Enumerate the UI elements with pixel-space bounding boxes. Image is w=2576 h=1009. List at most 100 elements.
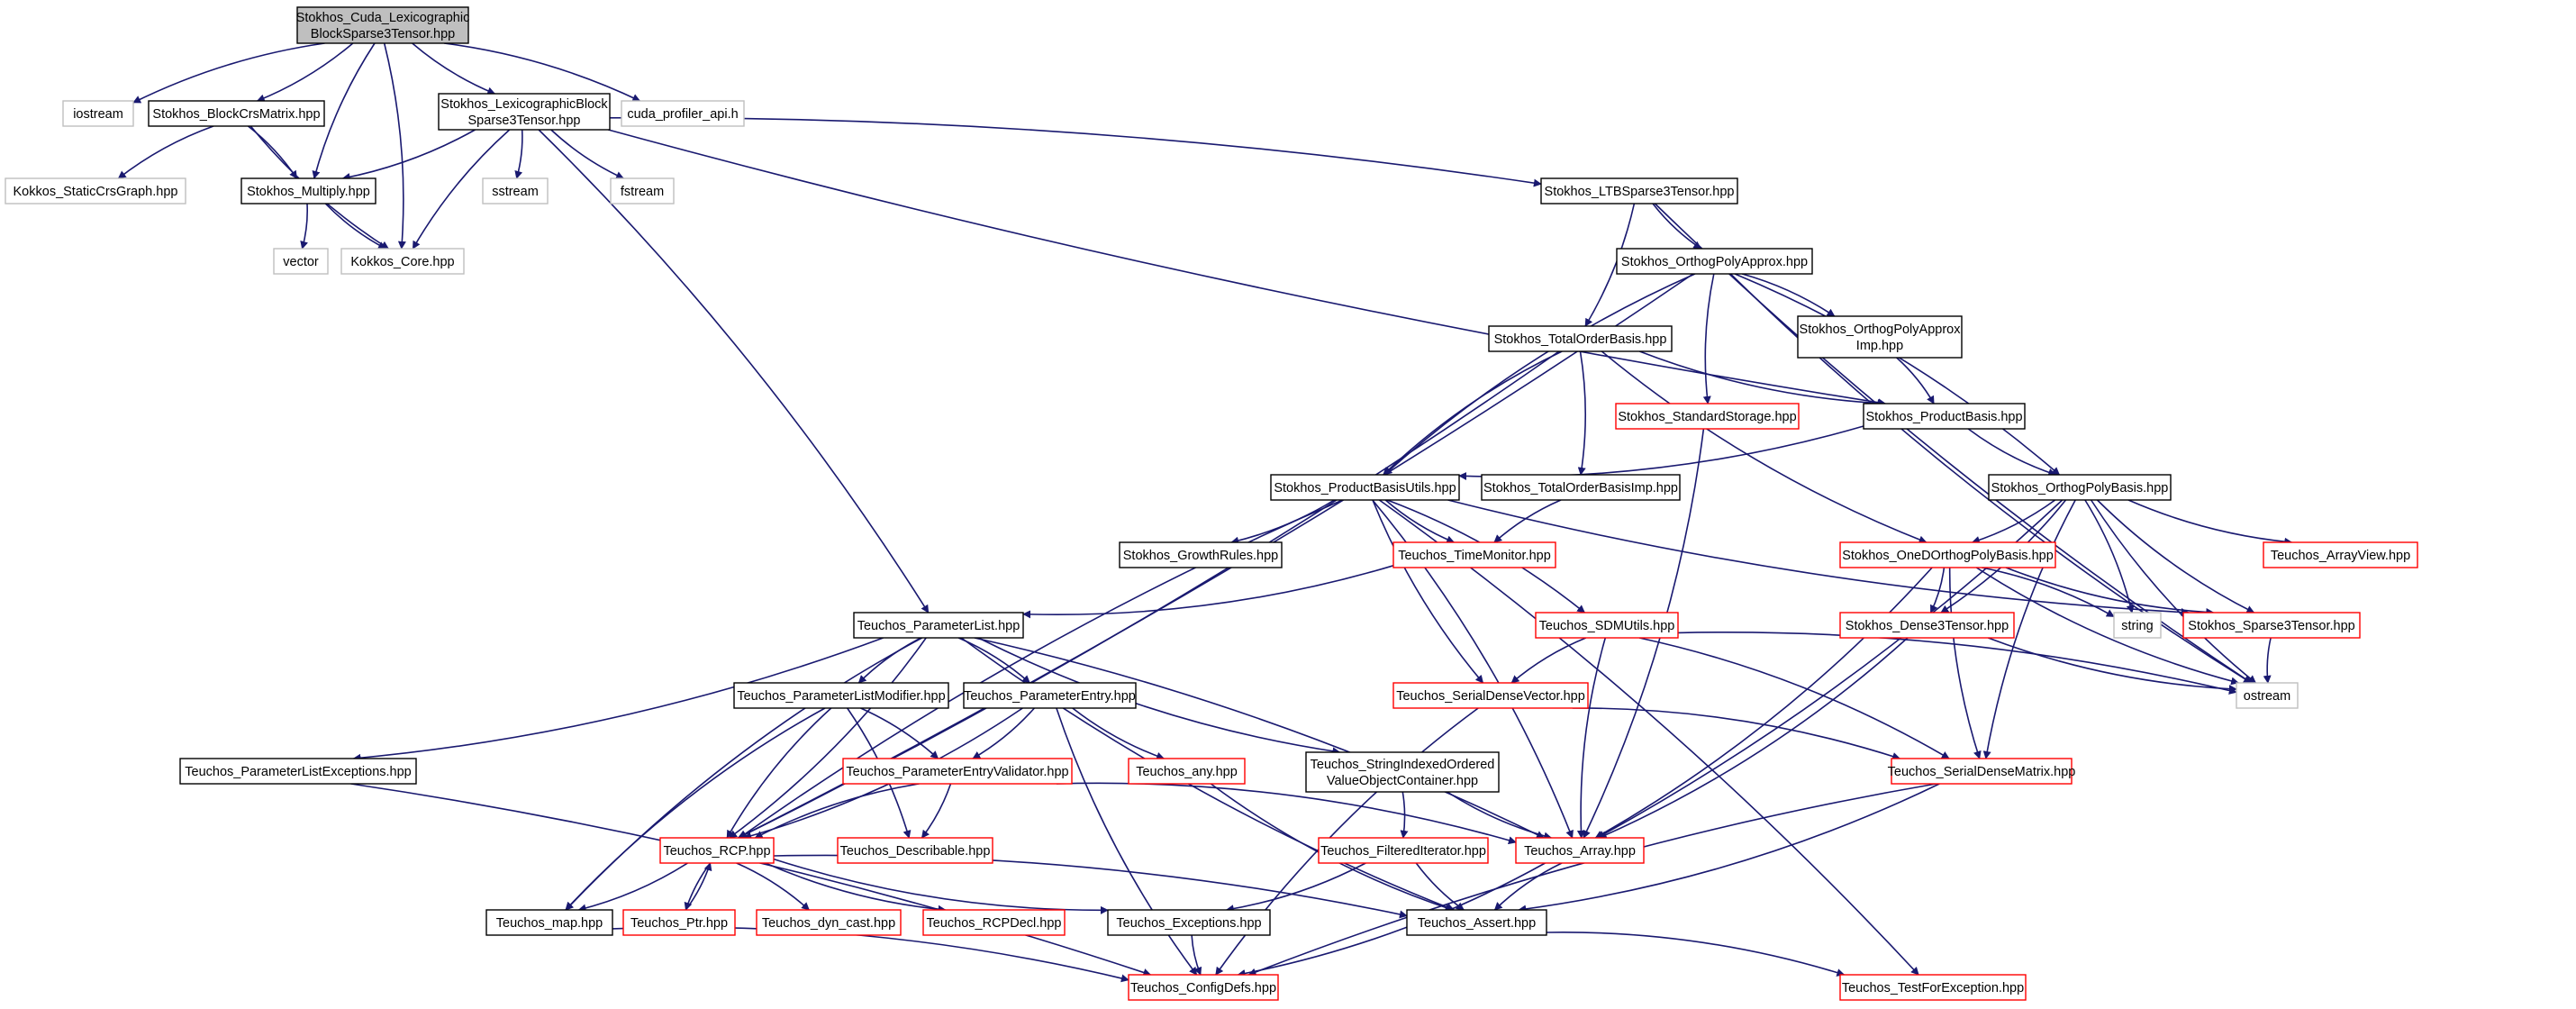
node-rcp[interactable]: Teuchos_RCP.hpp	[659, 837, 775, 864]
node-blockcrs[interactable]: Stokhos_BlockCrsMatrix.hpp	[148, 100, 325, 127]
node-rcpdecl[interactable]: Teuchos_RCPDecl.hpp	[922, 909, 1066, 936]
node-box	[622, 909, 736, 936]
node-prodbasis[interactable]: Stokhos_ProductBasis.hpp	[1863, 403, 2026, 430]
node-pentry[interactable]: Teuchos_ParameterEntry.hpp	[963, 682, 1137, 709]
edge-pbutils-to-timemon	[1384, 499, 1456, 544]
edge-lexblock-to-fstream	[550, 129, 625, 179]
edge-sdmatrix-to-assert	[1518, 783, 1940, 914]
node-label: Teuchos_Exceptions.hpp	[1116, 916, 1261, 931]
node-ltb[interactable]: Stokhos_LTBSparse3Tensor.hpp	[1540, 177, 1738, 205]
node-box	[756, 909, 902, 936]
node-arrayview[interactable]: Teuchos_ArrayView.hpp	[2263, 541, 2418, 568]
node-pbutils[interactable]: Stokhos_ProductBasisUtils.hpp	[1270, 474, 1460, 501]
edge-ltb-to-opa	[1652, 203, 1702, 250]
node-box	[837, 837, 993, 864]
edge-array-to-assert	[1493, 862, 1563, 911]
node-plexc[interactable]: Teuchos_ParameterListExceptions.hpp	[179, 758, 417, 785]
node-sdvector[interactable]: Teuchos_SerialDenseVector.hpp	[1392, 682, 1589, 709]
node-filtered[interactable]: Teuchos_FilteredIterator.hpp	[1318, 837, 1489, 864]
node-label: Stokhos_OrthogPolyApprox.hpp	[1621, 255, 1808, 269]
edge-sdmutils-to-ostream	[1677, 632, 2237, 695]
node-box	[482, 177, 549, 205]
edge-pentry-to-pevalid	[972, 707, 1035, 759]
edge-lexblock-to-kcore	[412, 129, 511, 250]
node-multiply[interactable]: Stokhos_Multiply.hpp	[240, 177, 376, 205]
node-dyncast[interactable]: Teuchos_dyn_cast.hpp	[756, 909, 902, 936]
node-label: Stokhos_ProductBasis.hpp	[1865, 410, 2022, 424]
node-box	[1488, 325, 1673, 352]
node-stdstorage[interactable]: Stokhos_StandardStorage.hpp	[1615, 403, 1800, 430]
node-box	[438, 93, 611, 131]
node-label: Imp.hpp	[1856, 339, 1903, 353]
node-box	[610, 177, 675, 205]
node-tobimp[interactable]: Stokhos_TotalOrderBasisImp.hpp	[1481, 474, 1681, 501]
node-any[interactable]: Teuchos_any.hpp	[1128, 758, 1246, 785]
node-label: iostream	[73, 107, 123, 122]
node-sdmatrix[interactable]: Teuchos_SerialDenseMatrix.hpp	[1888, 758, 2076, 785]
node-dense3[interactable]: Stokhos_Dense3Tensor.hpp	[1839, 612, 2015, 639]
node-growth[interactable]: Stokhos_GrowthRules.hpp	[1119, 541, 1283, 568]
node-box	[5, 177, 186, 205]
node-onedopb[interactable]: Stokhos_OneDOrthogPolyBasis.hpp	[1839, 541, 2056, 568]
node-label: Teuchos_ParameterList.hpp	[857, 619, 1020, 633]
node-array[interactable]: Teuchos_Array.hpp	[1515, 837, 1645, 864]
node-label: Teuchos_Ptr.hpp	[630, 916, 728, 931]
node-label: Teuchos_ParameterListExceptions.hpp	[185, 765, 411, 779]
edge-pentry-to-any	[1072, 707, 1166, 760]
node-exceptions[interactable]: Teuchos_Exceptions.hpp	[1107, 909, 1271, 936]
node-map[interactable]: Teuchos_map.hpp	[485, 909, 613, 936]
edge-sdmutils-to-sdmatrix	[1638, 637, 1950, 759]
node-box	[1540, 177, 1738, 205]
node-siovoc[interactable]: Teuchos_StringIndexedOrderedValueObjectC…	[1305, 751, 1500, 793]
node-label: Teuchos_Describable.hpp	[840, 844, 991, 859]
node-box	[1615, 403, 1800, 430]
node-lexblock[interactable]: Stokhos_LexicographicBlockSparse3Tensor.…	[438, 93, 611, 131]
node-opa[interactable]: Stokhos_OrthogPolyApprox.hpp	[1616, 248, 1813, 275]
edge-onedopb-to-sdmatrix	[1948, 567, 1982, 759]
node-tob[interactable]: Stokhos_TotalOrderBasis.hpp	[1488, 325, 1673, 352]
edge-onedopb-to-ostream	[1975, 567, 2240, 686]
node-box	[273, 248, 329, 275]
node-ptr[interactable]: Teuchos_Ptr.hpp	[622, 909, 736, 936]
node-sdmutils[interactable]: Teuchos_SDMUtils.hpp	[1535, 612, 1679, 639]
node-label: Stokhos_StandardStorage.hpp	[1618, 410, 1796, 424]
node-label: Stokhos_Sparse3Tensor.hpp	[2188, 619, 2354, 633]
node-box	[922, 909, 1066, 936]
node-box	[2263, 541, 2418, 568]
edge-layer	[117, 42, 2293, 983]
edge-plmod-to-pevalid	[860, 707, 939, 759]
node-opb[interactable]: Stokhos_OrthogPolyBasis.hpp	[1988, 474, 2172, 501]
node-box	[1891, 758, 2073, 785]
node-assert[interactable]: Teuchos_Assert.hpp	[1406, 909, 1547, 936]
node-sparse3[interactable]: Stokhos_Sparse3Tensor.hpp	[2182, 612, 2361, 639]
node-box	[1863, 403, 2026, 430]
node-staticcrs: Kokkos_StaticCrsGraph.hpp	[5, 177, 186, 205]
edge-opa-to-opb	[1734, 273, 2061, 476]
node-label: Kokkos_StaticCrsGraph.hpp	[14, 185, 178, 199]
node-pevalid[interactable]: Teuchos_ParameterEntryValidator.hpp	[842, 758, 1073, 785]
node-root[interactable]: Stokhos_Cuda_LexicographicBlockSparse3Te…	[296, 6, 470, 44]
node-timemon[interactable]: Teuchos_TimeMonitor.hpp	[1392, 541, 1556, 568]
node-label: Teuchos_Array.hpp	[1524, 844, 1636, 859]
edge-dense3-to-array	[1598, 637, 1909, 839]
edge-opb-to-arrayview	[2127, 499, 2293, 546]
node-box	[1535, 612, 1679, 639]
edge-lexblock-to-multiply	[341, 129, 476, 181]
edge-onedopb-to-array	[1594, 567, 1933, 839]
node-describable[interactable]: Teuchos_Describable.hpp	[837, 837, 993, 864]
edge-tobimp-to-timemon	[1493, 499, 1562, 543]
node-plist[interactable]: Teuchos_ParameterList.hpp	[853, 612, 1024, 639]
node-box	[1481, 474, 1681, 501]
node-label: Teuchos_StringIndexedOrdered	[1311, 758, 1495, 772]
node-configdefs[interactable]: Teuchos_ConfigDefs.hpp	[1128, 974, 1279, 1001]
edge-multiply-to-kcore	[324, 203, 386, 250]
edge-plexc-to-configdefs	[350, 783, 1152, 977]
edge-pevalid-to-array	[1056, 782, 1517, 845]
edge-lexblock-to-ltb	[609, 116, 1542, 187]
node-plmod[interactable]: Teuchos_ParameterListModifier.hpp	[733, 682, 949, 709]
edge-pevalid-to-describable	[921, 783, 952, 839]
node-label: sstream	[492, 185, 539, 199]
node-testforexc[interactable]: Teuchos_TestForException.hpp	[1839, 974, 2027, 1001]
node-label: Teuchos_map.hpp	[496, 916, 603, 931]
